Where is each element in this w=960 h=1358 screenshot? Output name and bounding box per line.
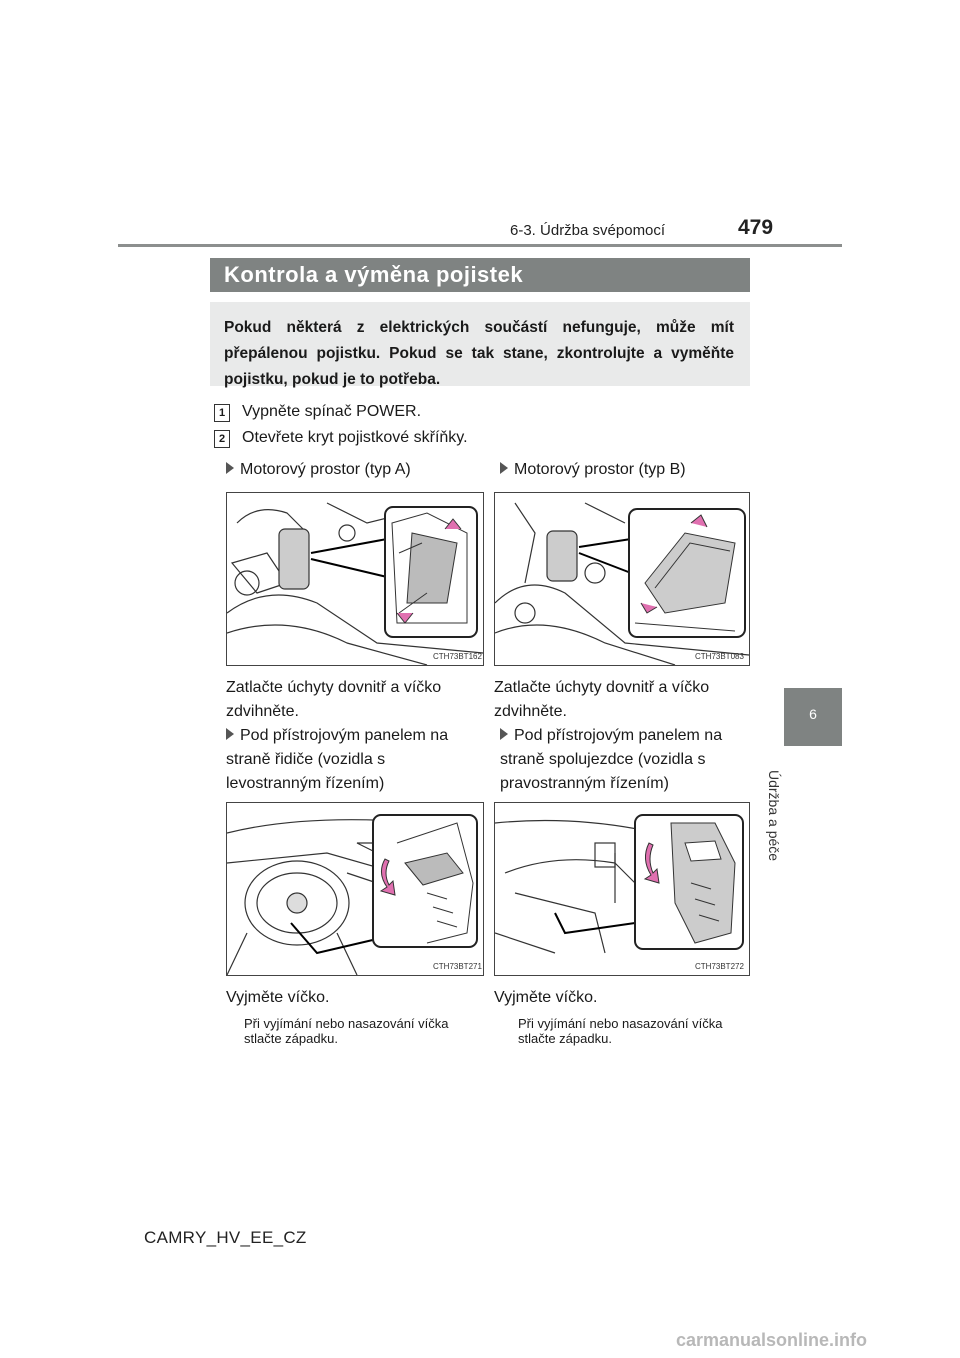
illustration-passenger-side: CTH73BT272: [494, 802, 750, 976]
instruction-caption: Zatlačte úchyty dovnitř a víčko zdvihnět…: [494, 679, 710, 720]
chapter-number: 6: [809, 706, 817, 722]
location-heading: Motorový prostor (typ B): [500, 458, 740, 482]
note-text: Při vyjímání nebo nasazování víčka stlač…: [244, 1016, 449, 1046]
figure-code: CTH73BT271: [433, 962, 482, 971]
chapter-label: Údržba a péče: [766, 770, 812, 880]
instruction-caption: Zatlačte úchyty dovnitř a víčko zdvihnět…: [226, 679, 442, 720]
page-title: Kontrola a výměna pojistek: [210, 258, 750, 292]
note-text: Při vyjímání nebo nasazování víčka stlač…: [518, 1016, 723, 1046]
instruction-caption: Vyjměte víčko.: [494, 989, 598, 1006]
triangle-bullet-icon: [226, 727, 234, 740]
engine-bay-drawing: CTH73BT162: [227, 502, 483, 665]
triangle-bullet-icon: [500, 461, 508, 474]
instruction-caption: Vyjměte víčko.: [226, 989, 330, 1006]
illustration-driver-side: CTH73BT271: [226, 802, 484, 976]
triangle-bullet-icon: [500, 727, 508, 740]
step-number: 1: [214, 404, 230, 422]
chapter-label-text: Údržba a péče: [766, 770, 782, 862]
intro-box: Pokud některá z elektrických součástí ne…: [210, 302, 750, 388]
step-text: Otevřete kryt pojistkové skříňky.: [242, 429, 468, 446]
illustration-engine-type-a: CTH73BT162: [226, 492, 484, 666]
step-text: Vypněte spínač POWER.: [242, 403, 422, 420]
dashboard-drawing: CTH73BT272: [495, 814, 744, 971]
chapter-tab: 6: [784, 688, 842, 746]
engine-bay-drawing: CTH73BT083: [495, 502, 749, 665]
location-heading: Pod přístrojovým panelem na straně spolu…: [500, 727, 723, 792]
location-heading: Pod přístrojovým panelem na straně řidič…: [226, 727, 449, 792]
watermark: carmanualsonline.info: [676, 1330, 868, 1350]
header-rule: [118, 244, 842, 247]
figure-code: CTH73BT083: [695, 652, 744, 661]
illustration-engine-type-b: CTH73BT083: [494, 492, 750, 666]
section-heading: 6-3. Údržba svépomocí: [510, 222, 666, 239]
step-number: 2: [214, 430, 230, 448]
location-heading: Motorový prostor (typ A): [226, 458, 466, 482]
manual-code: CAMRY_HV_EE_CZ: [144, 1228, 307, 1247]
triangle-bullet-icon: [226, 461, 234, 474]
dashboard-drawing: CTH73BT271: [227, 814, 482, 975]
page-number: 479: [738, 216, 774, 239]
figure-code: CTH73BT162: [433, 652, 482, 661]
figure-code: CTH73BT272: [695, 962, 744, 971]
